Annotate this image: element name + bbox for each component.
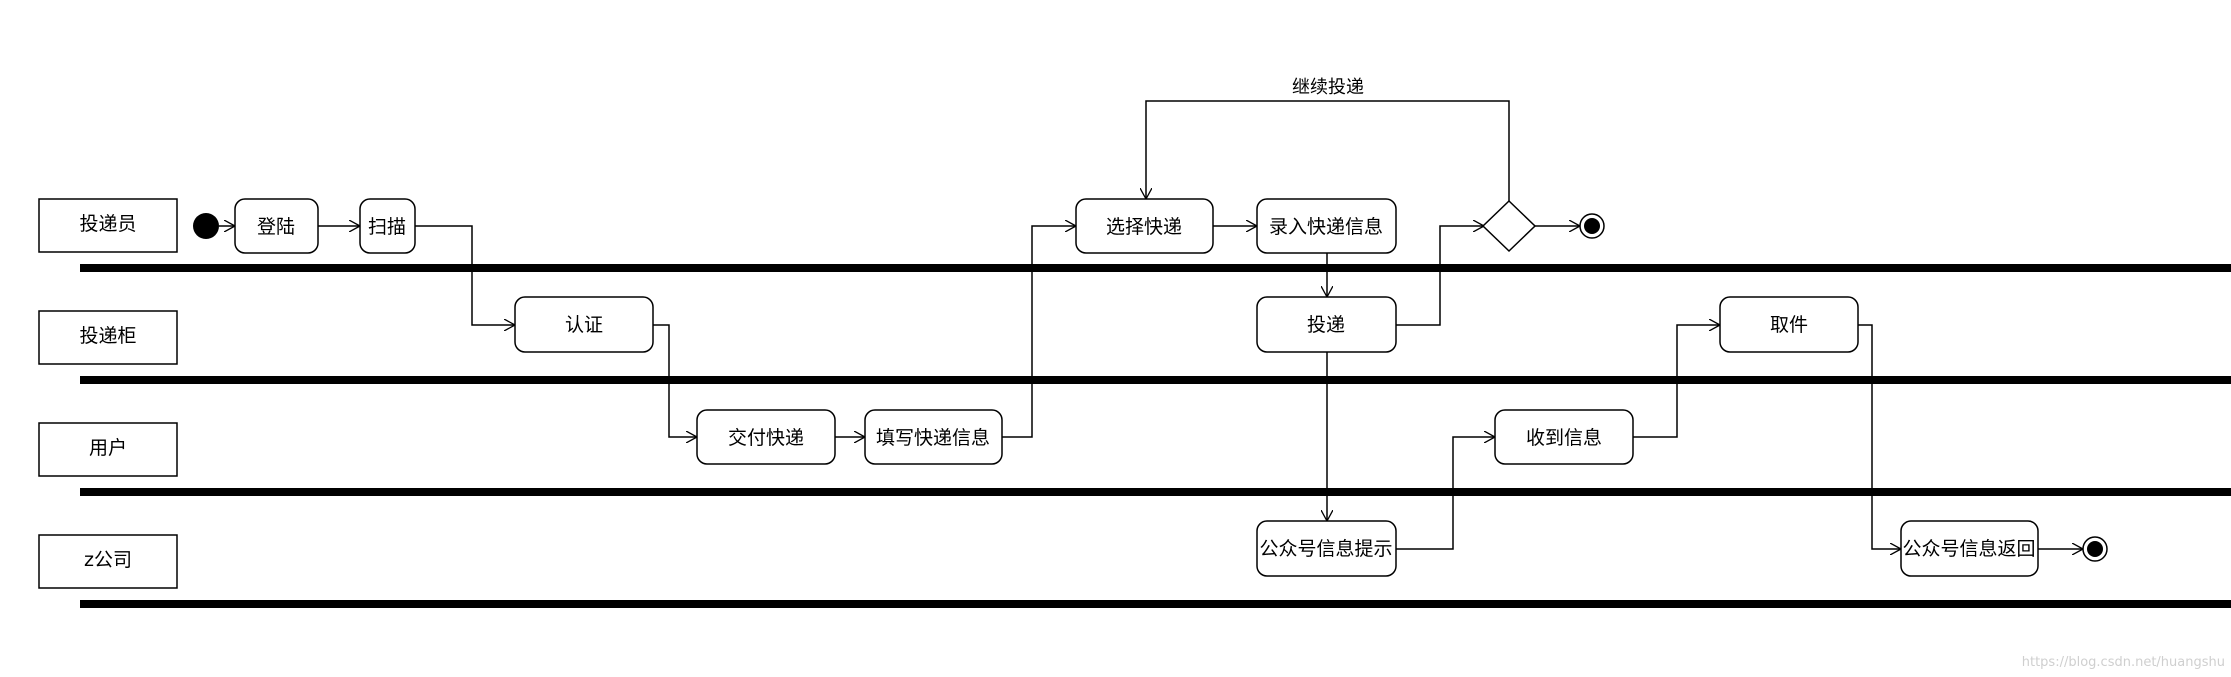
action-handover-label: 交付快递 [728,427,804,449]
edge-label-continue: 继续投递 [1292,77,1364,98]
end-node-1 [1579,213,1605,239]
action-select-label: 选择快递 [1106,216,1182,238]
edge-continue-loop [1146,100,1510,201]
action-auth: 认证 [514,296,654,353]
edge-pickup-return [1858,324,1901,549]
action-select: 选择快递 [1075,198,1214,254]
lane-label-user: 用户 [38,422,178,477]
edge-fill-select [1002,226,1076,438]
action-login-label: 登陆 [257,216,295,238]
action-enter-info-label: 录入快递信息 [1269,216,1383,238]
action-deliver-label: 投递 [1307,314,1345,336]
action-receive-info-label: 收到信息 [1526,427,1602,449]
lane-label-company-text: z公司 [84,549,132,571]
action-fill-info-label: 填写快递信息 [876,427,990,449]
lane-label-locker-text: 投递柜 [79,325,136,347]
action-fill-info: 填写快递信息 [864,409,1003,465]
action-login: 登陆 [234,198,319,254]
action-official-return-label: 公众号信息返回 [1902,538,2035,560]
action-official-notice: 公众号信息提示 [1256,520,1397,577]
end-node-2 [2082,536,2108,562]
action-deliver: 投递 [1256,296,1397,353]
lane-label-courier: 投递员 [38,198,178,253]
action-official-return: 公众号信息返回 [1900,520,2039,577]
lane-divider-1 [80,264,2231,272]
lane-label-locker: 投递柜 [38,310,178,365]
watermark: https://blog.csdn.net/huangshu [2022,655,2225,670]
lane-divider-3 [80,488,2231,496]
edge-receive-pickup [1633,325,1720,438]
lane-label-company: z公司 [38,534,178,589]
lane-label-user-text: 用户 [89,437,127,459]
lane-divider-2 [80,376,2231,384]
action-enter-info: 录入快递信息 [1256,198,1397,254]
start-node [193,213,219,239]
action-pickup-label: 取件 [1770,314,1808,336]
edges [219,100,2083,550]
action-auth-label: 认证 [565,314,603,336]
action-official-notice-label: 公众号信息提示 [1259,538,1392,560]
edge-auth-handover [653,324,697,437]
decision-node [1481,199,1537,253]
action-scan: 扫描 [359,198,416,254]
edge-notice-receive [1396,437,1495,550]
edge-deliver-decision [1396,226,1484,326]
lane-label-courier-text: 投递员 [79,213,136,235]
edge-scan-auth [415,225,515,325]
action-scan-label: 扫描 [368,216,406,238]
lane-divider-4 [80,600,2231,608]
action-pickup: 取件 [1719,296,1859,353]
action-receive-info: 收到信息 [1494,409,1634,465]
action-handover: 交付快递 [696,409,836,465]
